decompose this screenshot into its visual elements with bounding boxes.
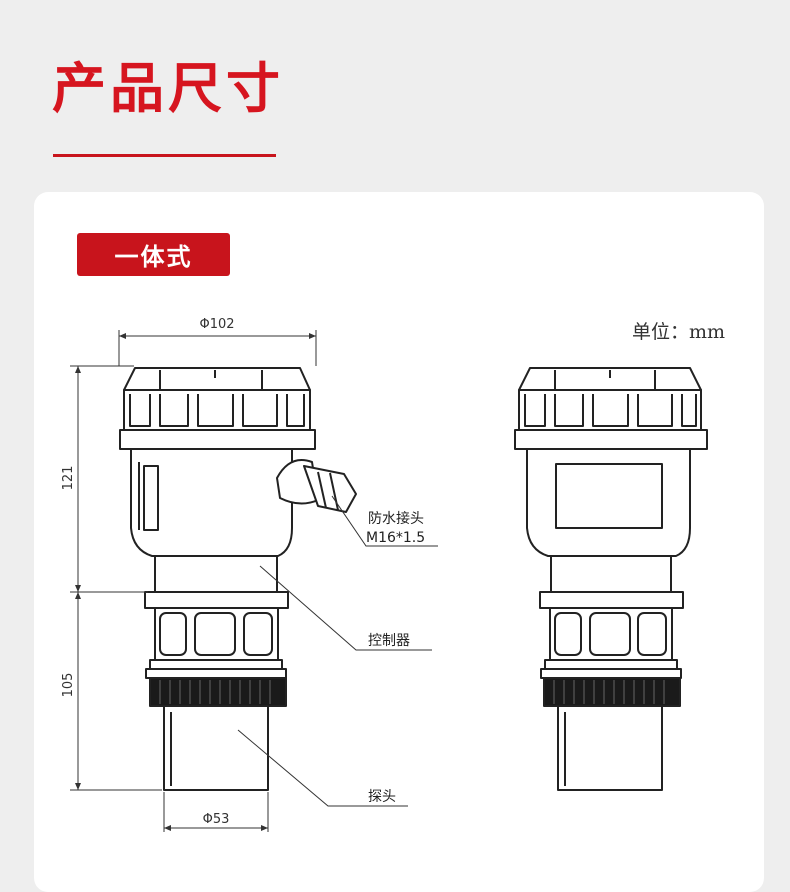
dim-probe-width: Φ53 [203, 812, 230, 827]
dim-upper-height: 121 [61, 466, 76, 491]
left-device [119, 367, 357, 791]
dim-lower-height: 105 [61, 673, 76, 698]
dimension-diagram: Φ102 121 105 Φ53 防水接头 M16*1.5 控制器 探头 [61, 317, 708, 832]
waterproof-gland [276, 459, 357, 513]
right-device [514, 367, 708, 791]
title-underline [53, 154, 276, 157]
dim-top-width: Φ102 [199, 317, 234, 332]
callout-controller: 控制器 [368, 633, 410, 649]
callout-waterproof-thread: M16*1.5 [366, 530, 425, 546]
callout-waterproof-joint: 防水接头 [368, 510, 424, 527]
page-title: 产品尺寸 [52, 57, 284, 120]
type-badge: 一体式 [77, 233, 230, 276]
callout-probe: 探头 [368, 789, 396, 805]
unit-label: 单位：mm [632, 321, 726, 343]
